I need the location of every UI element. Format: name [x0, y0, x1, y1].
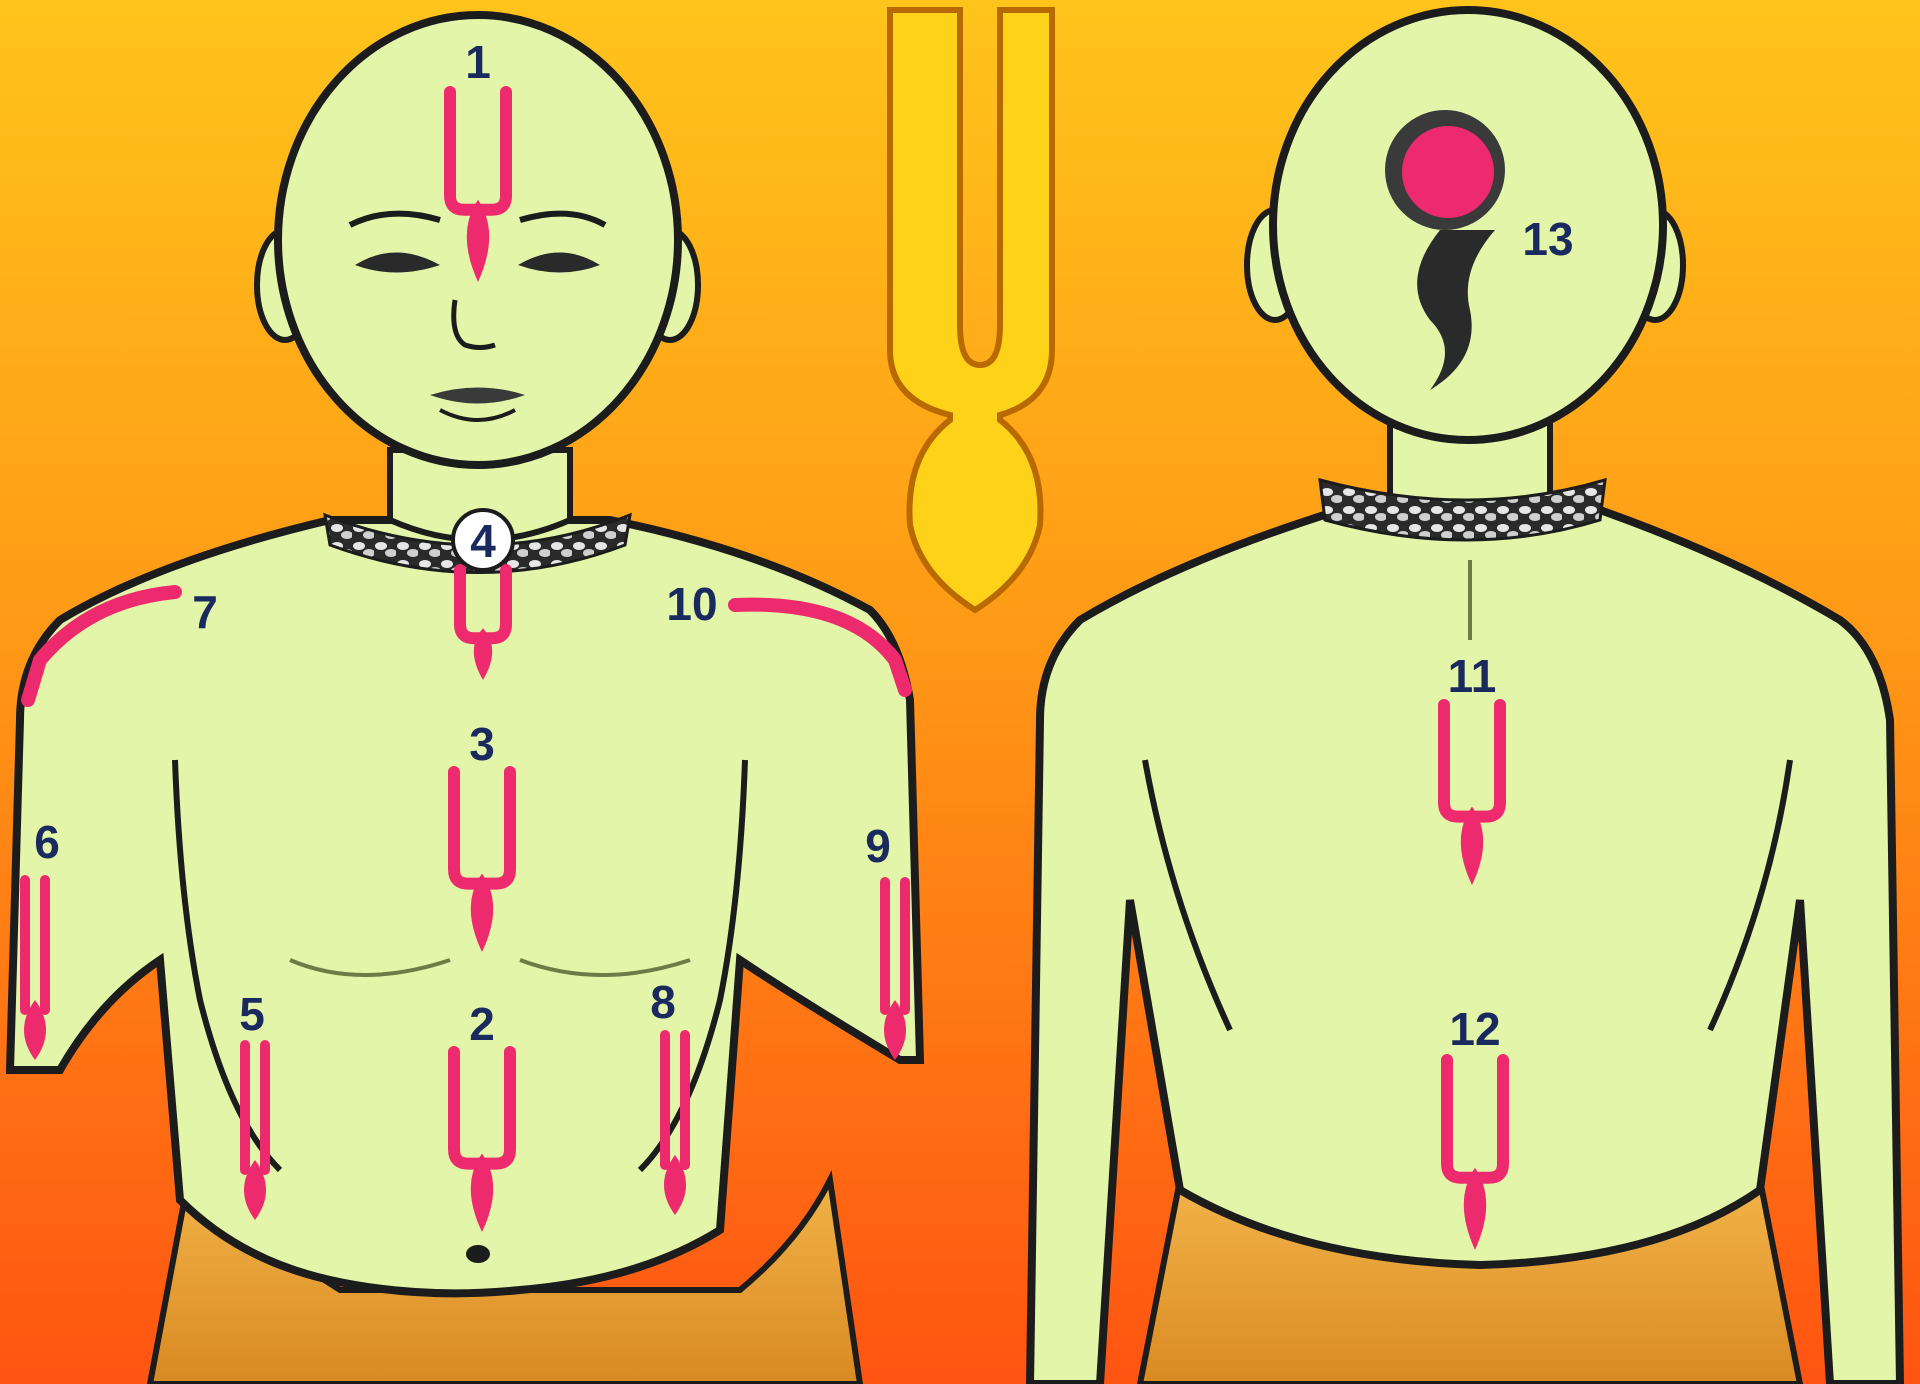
marker-3-label: 3 [469, 718, 495, 770]
marker-5-label: 5 [239, 988, 265, 1040]
marker-4-label: 4 [470, 515, 496, 567]
marker-11-label: 11 [1448, 650, 1497, 702]
marker-8-label: 8 [650, 976, 676, 1028]
marker-1-label: 1 [465, 36, 491, 88]
marker-13-label: 13 [1522, 213, 1573, 265]
marker-9-label: 9 [865, 820, 891, 872]
marker-2-label: 2 [469, 998, 495, 1050]
marker-12-label: 12 [1449, 1003, 1500, 1055]
marker-7-label: 7 [192, 586, 218, 638]
marker-6-label: 6 [34, 816, 60, 868]
marker-10-label: 10 [666, 578, 717, 630]
